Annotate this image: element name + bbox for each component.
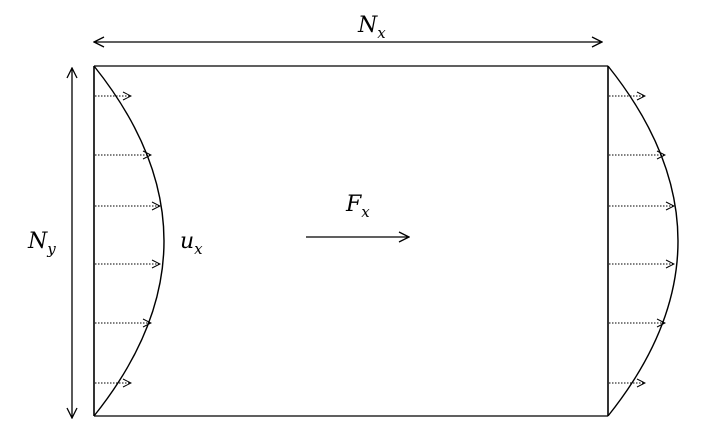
force-label: Fx (345, 192, 370, 221)
inlet-velocity-profile (93, 65, 165, 417)
outlet-velocity-profile (607, 65, 679, 417)
velocity-label: ux (180, 229, 203, 258)
outlet-velocity-vectors (609, 96, 674, 383)
width-label: Nx (357, 13, 386, 42)
inlet-velocity-vectors (95, 96, 160, 383)
height-label: Ny (27, 229, 56, 258)
channel-domain (93, 65, 609, 417)
